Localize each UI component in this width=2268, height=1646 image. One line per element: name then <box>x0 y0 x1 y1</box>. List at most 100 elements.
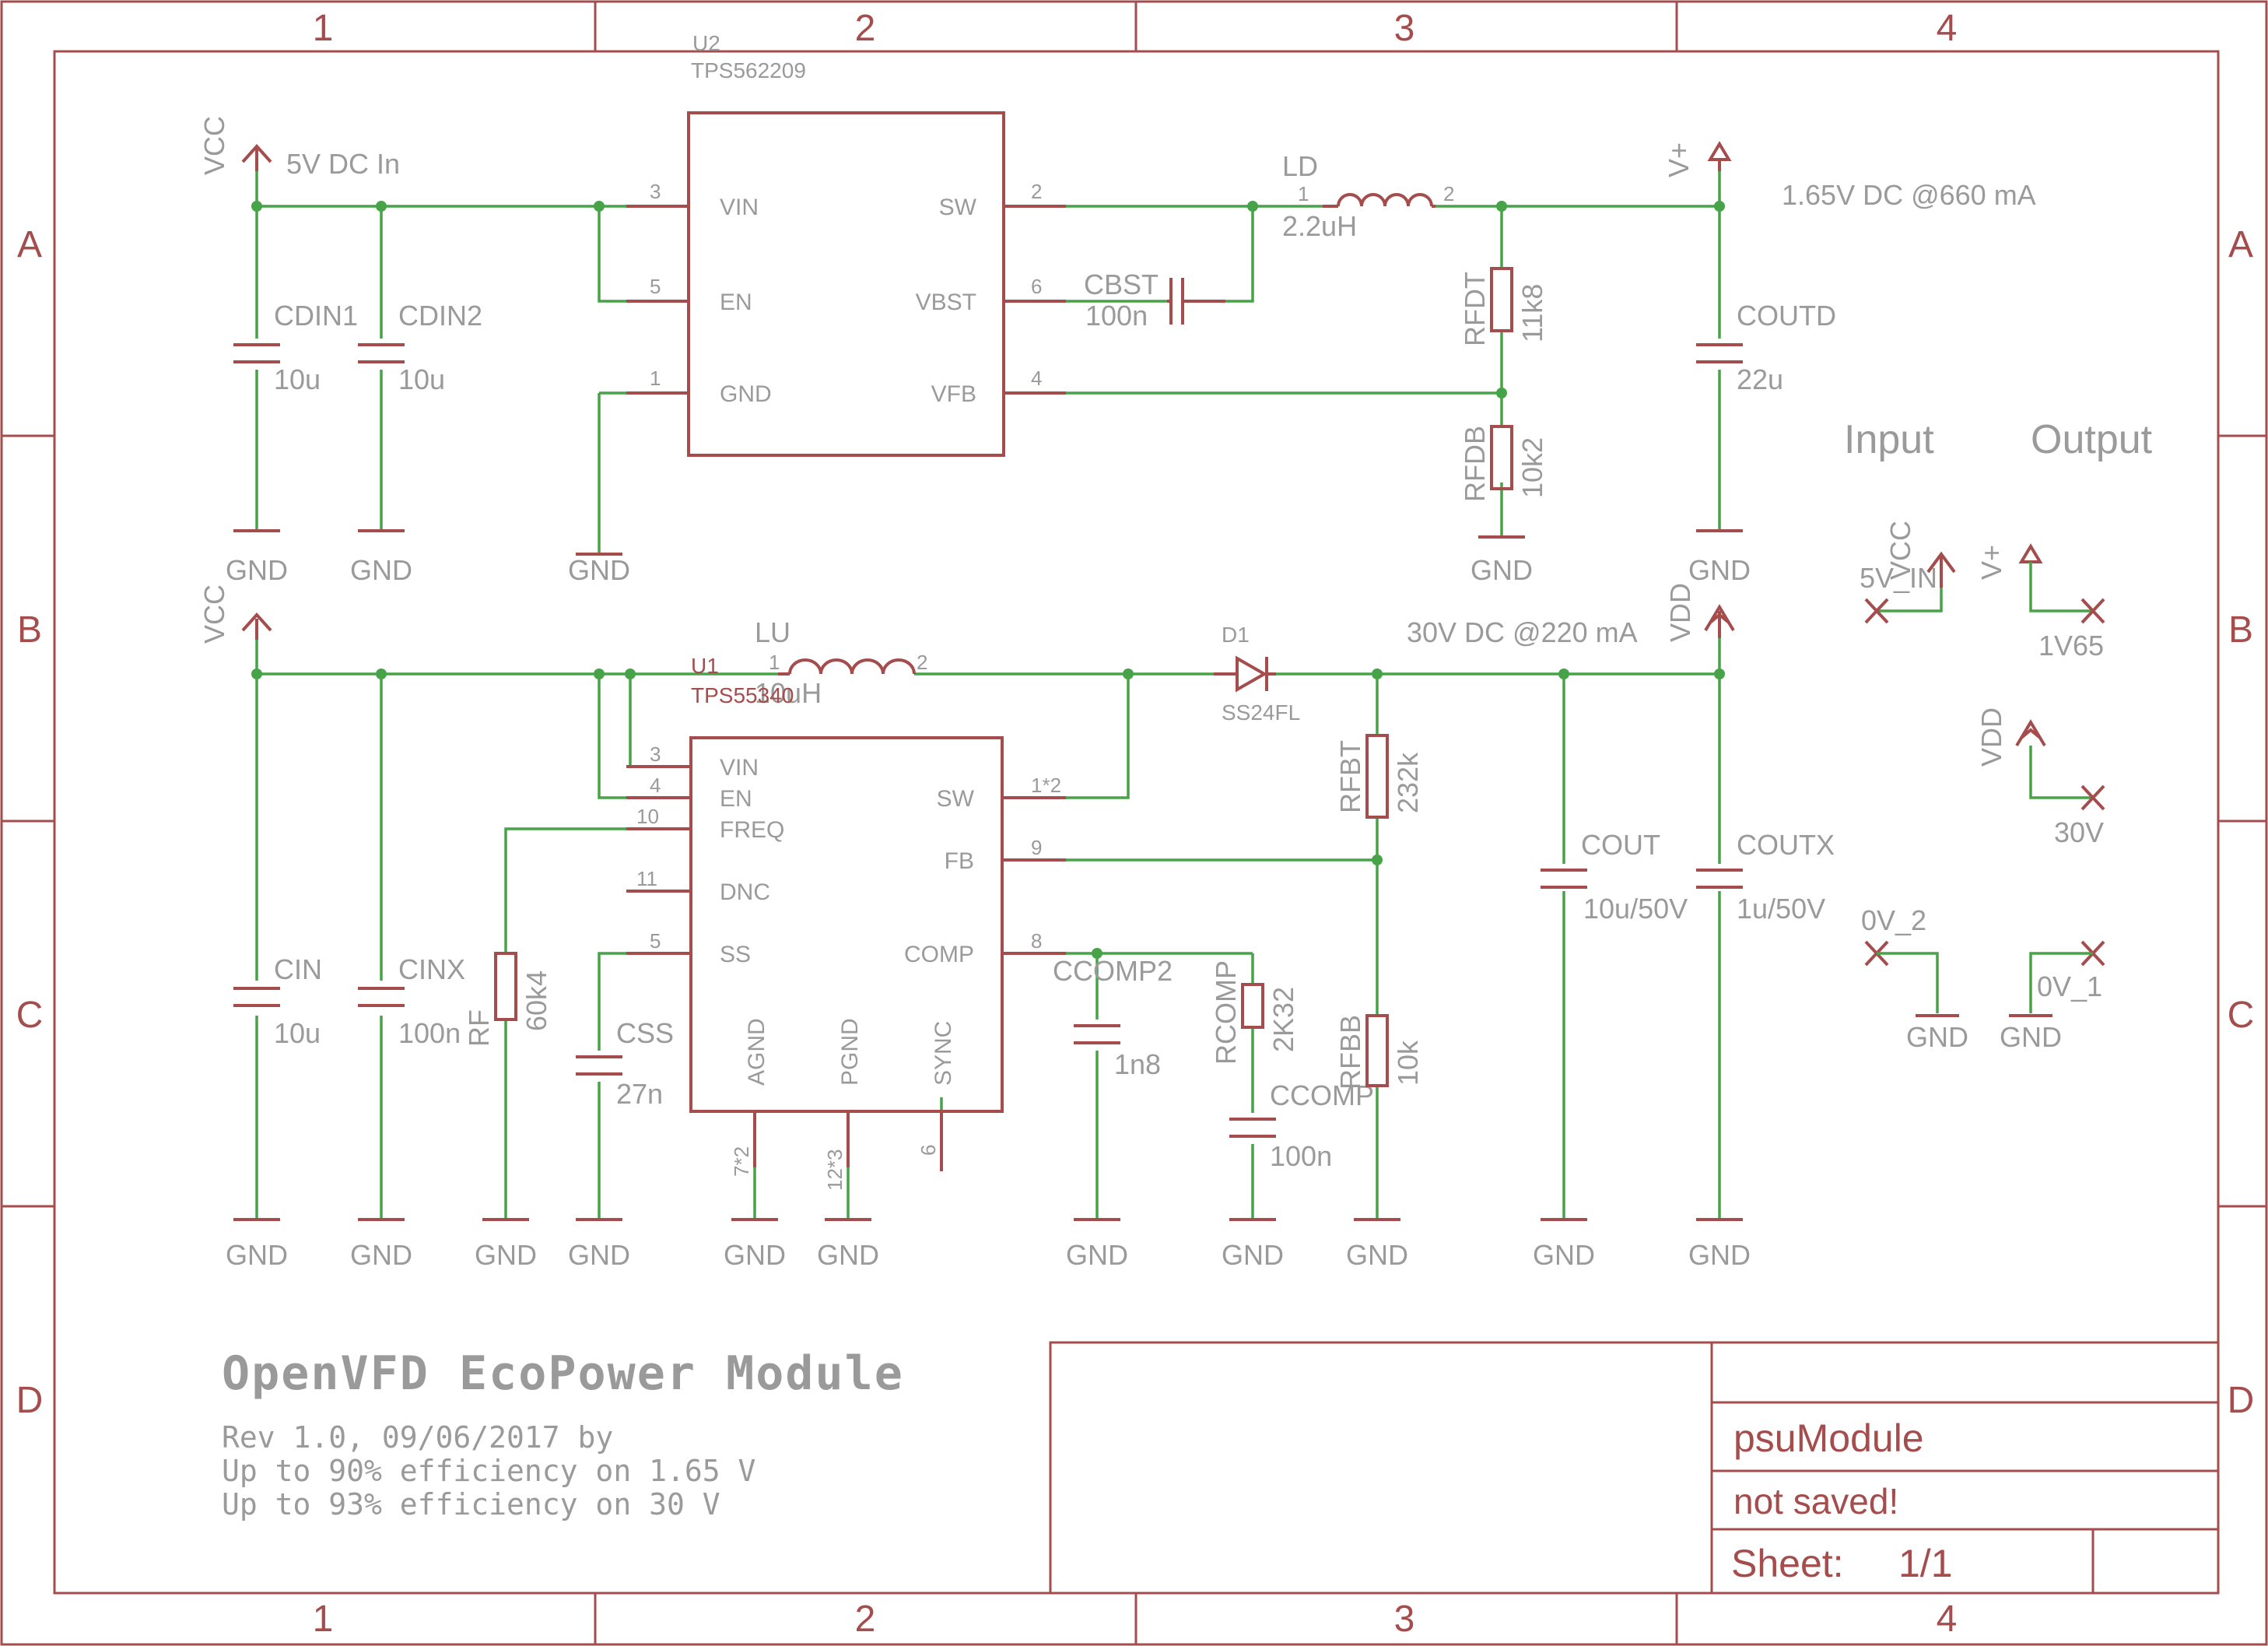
u1-pin-pgnd-num: 12*3 <box>823 1149 847 1192</box>
col-label-4: 4 <box>1937 8 1958 49</box>
capacitor-ccomp[interactable]: CCOMP 100n <box>1229 1079 1374 1172</box>
ccomp-value: 100n <box>1270 1140 1332 1172</box>
col-label-1: 1 <box>313 8 334 49</box>
ld-pin-1: 1 <box>1298 182 1309 205</box>
col-label-3: 3 <box>1394 8 1415 49</box>
u1-pin-pgnd: PGND <box>837 1018 863 1086</box>
rfdb-value: 10k2 <box>1516 437 1548 498</box>
bottom-circuit-wires <box>251 638 1725 1218</box>
gnd-label-cinx: GND <box>350 1239 412 1271</box>
u1-pin-fb: FB <box>945 848 974 874</box>
supply-vcc-bottom[interactable]: VCC <box>198 584 272 644</box>
connector-0v1-output[interactable]: 0V_1 GND <box>2000 940 2105 1053</box>
output-heading: Output <box>2031 417 2153 462</box>
resistor-rfbt[interactable]: RFBT 232k <box>1334 734 1424 819</box>
capacitor-cdin2[interactable]: CDIN2 10u <box>358 300 482 395</box>
u1-pin-ss: SS <box>720 942 751 967</box>
supply-vplus-top[interactable]: V+ 1.65V DC @660 mA <box>1663 141 2036 211</box>
resistor-rfbb[interactable]: RFBB 10k <box>1334 1014 1424 1090</box>
u1-pin-sw-num: 1*2 <box>1031 774 1061 797</box>
u1-pin-vin-num: 3 <box>650 742 661 766</box>
connector-vdd-output[interactable]: VDD 30V <box>1975 707 2105 848</box>
col-label-2-bottom: 2 <box>855 1599 876 1640</box>
rfbb-ref: RFBB <box>1334 1015 1366 1090</box>
diode-d1[interactable]: D1 SS24FL <box>1214 623 1300 725</box>
capacitor-cout[interactable]: COUT 10u/50V <box>1541 829 1688 925</box>
0v1-connector-name: 0V_1 <box>2037 970 2102 1002</box>
ccomp2-ref: CCOMP2 <box>1053 955 1173 987</box>
top-circuit-wires <box>251 167 1725 553</box>
rfbt-value: 232k <box>1392 752 1424 813</box>
vcc-bottom-label: VCC <box>198 584 230 644</box>
ccomp2-value: 1n8 <box>1114 1048 1161 1080</box>
row-label-d: D <box>16 1380 44 1421</box>
capacitor-ccomp2[interactable]: CCOMP2 1n8 <box>1053 955 1173 1080</box>
supply-vcc-top[interactable]: VCC 5V DC In <box>198 116 400 180</box>
resistor-rfdb[interactable]: RFDB 10k2 <box>1459 425 1548 502</box>
capacitor-cinx[interactable]: CINX 100n <box>358 953 465 1049</box>
rfdt-value: 11k8 <box>1516 284 1548 342</box>
supply-vdd-bottom[interactable]: VDD 30V DC @220 mA <box>1407 583 1735 648</box>
gnd-label-ccomp2: GND <box>1066 1239 1128 1271</box>
row-label-c-right: C <box>2228 995 2255 1036</box>
inductor-ld[interactable]: LD 2.2uH 1 2 <box>1282 150 1454 242</box>
u2-part: TPS562209 <box>691 58 806 82</box>
rfbb-value: 10k <box>1392 1040 1424 1086</box>
col-label-3-bottom: 3 <box>1394 1599 1415 1640</box>
capacitor-css[interactable]: CSS 27n <box>576 1017 674 1110</box>
connectors-panel: Input Output <box>1844 417 2153 462</box>
u2-pin-vbst: VBST <box>916 290 976 315</box>
gnd-label-cdin2: GND <box>350 554 412 586</box>
row-label-d-right: D <box>2228 1380 2255 1421</box>
gnd-label-coutd: GND <box>1688 554 1751 586</box>
capacitor-coutx[interactable]: COUTX 1u/50V <box>1696 829 1835 925</box>
row-label-a: A <box>17 224 42 265</box>
gnd-label-coutx: GND <box>1688 1239 1751 1271</box>
u1-pin-en-num: 4 <box>650 774 661 797</box>
u1-pin-sw: SW <box>937 786 975 812</box>
capacitor-cbst[interactable]: CBST 100n <box>1084 268 1225 332</box>
u1-pin-vin: VIN <box>720 755 759 781</box>
resistor-rfdt[interactable]: RFDT 11k8 <box>1459 267 1548 346</box>
gnd-label-ccomp: GND <box>1222 1239 1284 1271</box>
capacitor-coutd[interactable]: COUTD 22u <box>1696 300 1836 395</box>
u2-pin-vin-num: 3 <box>650 180 661 203</box>
coutd-ref: COUTD <box>1737 300 1836 332</box>
row-label-a-right: A <box>2228 224 2253 265</box>
u1-pin-fb-num: 9 <box>1031 836 1042 859</box>
rcomp-value: 2K32 <box>1267 987 1299 1052</box>
save-status: not saved! <box>1733 1481 1898 1521</box>
connector-0v2-input[interactable]: 0V_2 GND <box>1861 904 1968 1053</box>
resistor-rcomp[interactable]: RCOMP 2K32 <box>1210 960 1299 1065</box>
resistor-rf[interactable]: RF 60k4 <box>463 952 552 1047</box>
connector-vplus-output[interactable]: V+ 1V65 <box>1975 543 2105 662</box>
u2-pin-vbst-num: 6 <box>1031 275 1042 298</box>
lu-value: 10uH <box>755 677 822 709</box>
efficiency-note-30v: Up to 93% efficiency on 30 V <box>222 1487 720 1521</box>
d1-value: SS24FL <box>1222 700 1300 725</box>
ic-u2[interactable]: U2 TPS562209 3 5 1 2 6 4 VIN EN GND SW V… <box>626 31 1066 457</box>
ic-u1[interactable]: U1 TPS55340 3 4 10 11 5 1*2 9 8 VIN EN F… <box>626 654 1066 1191</box>
inductor-lu[interactable]: LU 10uH 1 2 <box>755 616 927 709</box>
capacitor-cdin1[interactable]: CDIN1 10u <box>233 300 358 395</box>
gnd-label-0v2: GND <box>1906 1021 1968 1053</box>
cout-value: 10u/50V <box>1583 893 1688 925</box>
row-label-c: C <box>16 995 44 1036</box>
u1-pin-comp: COMP <box>904 942 974 967</box>
capacitor-cin[interactable]: CIN 10u <box>233 953 322 1049</box>
gnd-symbols-top: GND GND GND GND GND <box>226 529 1751 586</box>
sheet-label: Sheet: <box>1731 1542 1844 1585</box>
u2-pin-sw-num: 2 <box>1031 180 1042 203</box>
rfbt-ref: RFBT <box>1334 740 1366 813</box>
css-value: 27n <box>616 1078 663 1110</box>
gnd-label-cdin1: GND <box>226 554 288 586</box>
u2-ref: U2 <box>692 31 720 55</box>
u1-part: TPS55340 <box>691 683 794 707</box>
cin-value: 10u <box>274 1017 321 1049</box>
u1-pin-sync: SYNC <box>931 1021 956 1086</box>
connector-vcc-input[interactable]: VCC 5V_IN <box>1860 521 1956 624</box>
input-heading: Input <box>1844 417 1934 462</box>
ld-ref: LD <box>1282 150 1318 182</box>
title-block: psuModule not saved! Sheet: 1/1 <box>1049 1341 2220 1595</box>
u2-pin-sw: SW <box>939 195 977 220</box>
